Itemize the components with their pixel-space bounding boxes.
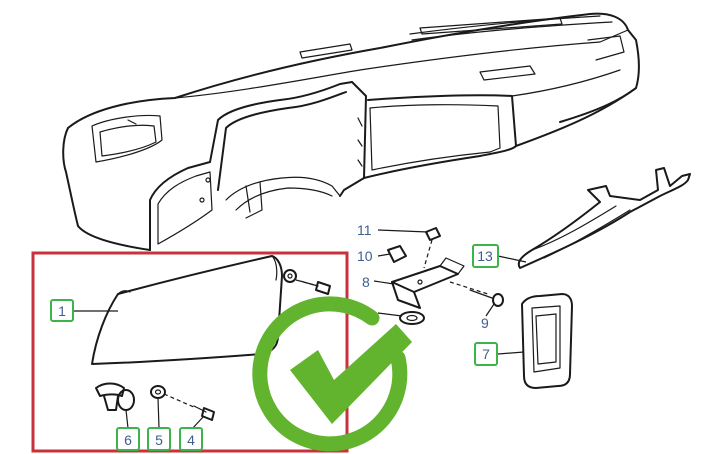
callout-6: 6 <box>116 427 140 451</box>
part-support-arm <box>517 167 691 269</box>
part-grommet <box>399 311 425 325</box>
callout-label: 4 <box>187 432 195 448</box>
callout-label: 13 <box>477 248 493 264</box>
part-bracket <box>391 257 465 309</box>
callout-label: 6 <box>124 432 132 448</box>
part-clip <box>95 382 135 411</box>
part-clip-nut <box>387 245 407 263</box>
callout-label: 5 <box>155 432 163 448</box>
callout-10: 10 <box>357 248 373 264</box>
leader-lines <box>72 229 527 431</box>
callout-8: 8 <box>362 274 370 290</box>
callout-13: 13 <box>472 244 499 268</box>
part-screw-lower <box>163 393 215 421</box>
callout-5: 5 <box>147 427 171 451</box>
callout-9: 9 <box>481 315 489 331</box>
callout-1: 1 <box>50 299 74 322</box>
part-bolt-top <box>423 227 441 269</box>
callout-7: 7 <box>474 342 498 366</box>
part-knee-panel <box>91 255 283 365</box>
callout-11: 11 <box>357 222 372 238</box>
part-washer <box>150 385 166 399</box>
dashboard-panel <box>62 12 640 251</box>
checkmark-icon <box>252 296 412 452</box>
highlight-box <box>31 251 349 453</box>
callout-4: 4 <box>179 427 203 451</box>
callout-label: 1 <box>58 303 66 319</box>
part-screw-upper <box>283 269 331 295</box>
part-bolt-right <box>449 281 504 307</box>
callout-label: 7 <box>482 346 490 362</box>
part-lock-bezel <box>521 293 573 389</box>
